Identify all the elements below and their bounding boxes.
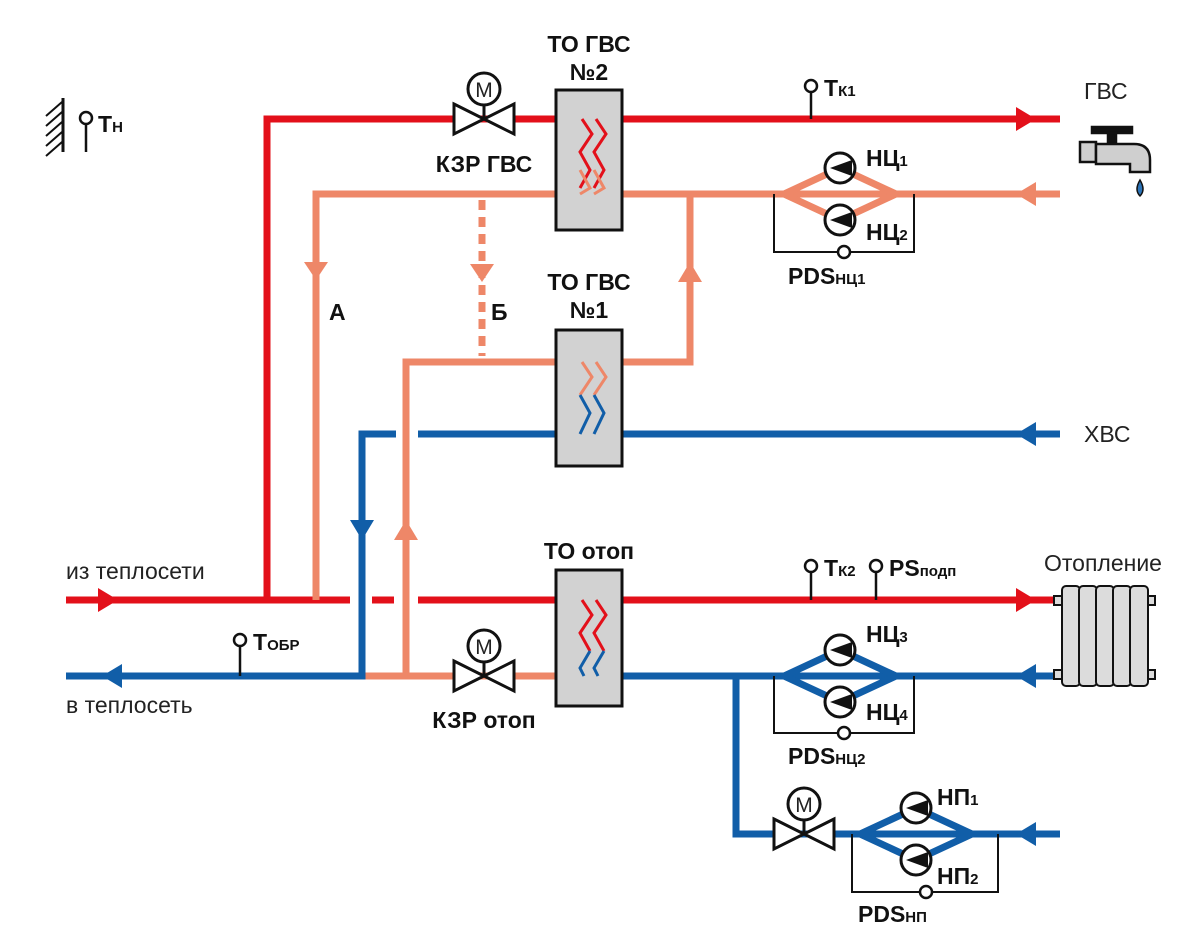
outdoor-sensor-label: ТН bbox=[98, 111, 123, 137]
sensor-tk1-label: ТК1 bbox=[824, 75, 856, 101]
pressure-switch-icon bbox=[918, 884, 934, 900]
arrow-gvs-out bbox=[1016, 107, 1036, 131]
pump-icon bbox=[823, 633, 857, 667]
heating-label: Отопление bbox=[1044, 550, 1162, 576]
arrow-cold-in bbox=[1016, 422, 1036, 446]
pump-nc4-label: НЦ4 bbox=[866, 699, 908, 725]
heat-exchanger-heating bbox=[554, 568, 624, 708]
valve-heat-label: КЗР отоп bbox=[432, 707, 535, 733]
motorized-valve-icon: M bbox=[452, 71, 516, 137]
valve-dhw-motor-label: M bbox=[475, 79, 493, 102]
valve-heat-motor-label: M bbox=[475, 636, 493, 659]
arrow-dhw-return bbox=[1016, 182, 1036, 206]
makeup-pipe bbox=[732, 676, 1060, 838]
outdoor-wall-sensor-icon bbox=[45, 98, 94, 157]
valve-makeup-motor-label: M bbox=[795, 794, 813, 817]
pump-bypass-makeup bbox=[851, 804, 981, 864]
valve-dhw-label: КЗР ГВС bbox=[436, 151, 532, 177]
arrow-cold-down bbox=[350, 520, 374, 540]
arrow-link-up bbox=[394, 520, 418, 540]
from-network-label: из теплосети bbox=[66, 558, 205, 584]
sensor-tobr-label: ТОБР bbox=[253, 629, 300, 655]
arrow-route-b bbox=[470, 264, 494, 282]
flow-arrows bbox=[98, 107, 1036, 846]
hvs-label: ХВС bbox=[1084, 421, 1131, 447]
temperature-sensor-icon bbox=[803, 78, 819, 119]
pressure-switch-icon bbox=[836, 725, 852, 741]
pds-nc2-label: PDSНЦ2 bbox=[788, 743, 865, 769]
dhw1-feed-pipe bbox=[402, 194, 694, 676]
hx-dhw2-title-line2: №2 bbox=[570, 59, 608, 85]
hx-dhw1-title-line1: ТО ГВС bbox=[547, 269, 630, 295]
pump-nc3-label: НЦ3 bbox=[866, 621, 908, 647]
hx-heat-title: ТО отоп bbox=[544, 538, 634, 564]
pressure-switch-icon bbox=[836, 244, 852, 260]
radiator-icon bbox=[1053, 585, 1156, 687]
to-network-label: в теплосеть bbox=[66, 692, 193, 718]
temperature-sensor-icon bbox=[803, 558, 819, 600]
pump-icon bbox=[823, 151, 857, 185]
pump-nc2-label: НЦ2 bbox=[866, 219, 908, 245]
arrow-makeup-in bbox=[1016, 822, 1036, 846]
pump-bypass-heating bbox=[775, 646, 905, 706]
heat-exchanger-dhw-1 bbox=[554, 328, 624, 468]
dhw-return-pipe-top bbox=[312, 190, 1060, 600]
pds-np-label: PDSНП bbox=[858, 901, 927, 927]
arrow-return-out bbox=[102, 664, 122, 688]
pressure-sensor-icon bbox=[868, 558, 884, 600]
gvs-label: ГВС bbox=[1084, 78, 1128, 104]
route-a-label: А bbox=[329, 299, 346, 325]
pds-nc1-label: PDSНЦ1 bbox=[788, 263, 865, 289]
arrow-heating-out bbox=[1016, 588, 1036, 612]
pump-icon bbox=[899, 843, 933, 877]
pump-np2-label: НП2 bbox=[937, 863, 979, 889]
hx-dhw1-title-line2: №1 bbox=[570, 297, 609, 323]
arrow-supply-in bbox=[98, 588, 118, 612]
pump-icon bbox=[823, 685, 857, 719]
pump-icon bbox=[899, 791, 933, 825]
arrow-heating-return-in bbox=[1016, 664, 1036, 688]
heat-exchanger-dhw-2 bbox=[554, 88, 624, 232]
hx-dhw2-title-line1: ТО ГВС bbox=[547, 31, 630, 57]
pump-nc1-label: НЦ1 bbox=[866, 145, 908, 171]
pump-np1-label: НП1 bbox=[937, 784, 979, 810]
cold-water-pipe bbox=[66, 430, 1060, 680]
pump-icon bbox=[823, 203, 857, 237]
faucet-icon bbox=[1078, 125, 1152, 198]
pump-bypass-dhw bbox=[775, 164, 905, 224]
route-b-label: Б bbox=[491, 299, 508, 325]
sensor-ps-label: PSподп bbox=[889, 555, 956, 581]
motorized-valve-icon: M bbox=[772, 786, 836, 852]
arrow-dhw1-up bbox=[678, 262, 702, 282]
sensor-tk2-label: ТК2 bbox=[824, 555, 856, 581]
arrow-route-a bbox=[304, 262, 328, 280]
motorized-valve-icon: M bbox=[452, 628, 516, 694]
temperature-sensor-icon bbox=[232, 632, 248, 676]
